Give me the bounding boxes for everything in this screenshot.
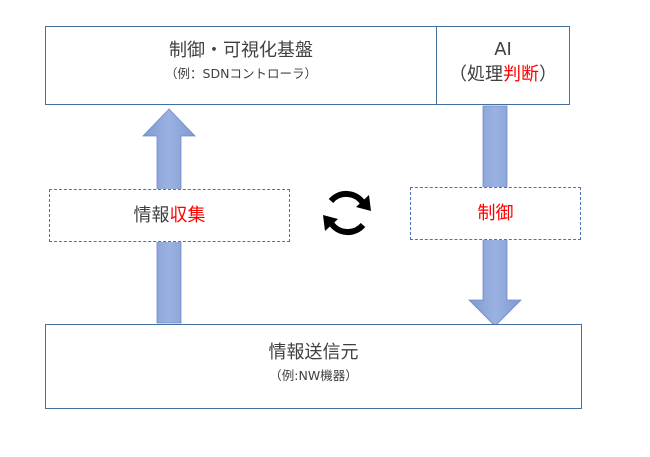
- collect-text-red: 収集: [169, 204, 206, 226]
- control-platform-box: 制御・可視化基盤 （例：SDNコントローラ）: [45, 26, 437, 105]
- refresh-cycle-icon: [323, 190, 371, 236]
- source-title: 情報送信元: [268, 342, 359, 363]
- ai-sub-close: ）: [539, 64, 557, 85]
- control-label: 制御: [410, 187, 581, 240]
- ai-subtitle: （処理判断）: [437, 64, 569, 86]
- source-example: （例:NW機器）: [269, 368, 358, 383]
- platform-title: 制御・可視化基盤: [169, 40, 313, 61]
- info-source-box: 情報送信元 （例:NW機器）: [45, 324, 582, 409]
- ai-sub-open: （処理: [449, 64, 503, 85]
- ai-sub-judgment: 判断: [503, 64, 539, 85]
- ai-title: AI: [494, 39, 512, 60]
- collect-text: 情報: [133, 204, 170, 226]
- ai-box: AI （処理判断）: [436, 26, 570, 105]
- collect-label: 情報収集: [49, 189, 290, 242]
- platform-example: （例：SDNコントローラ）: [165, 66, 317, 81]
- control-text: 制御: [477, 202, 514, 224]
